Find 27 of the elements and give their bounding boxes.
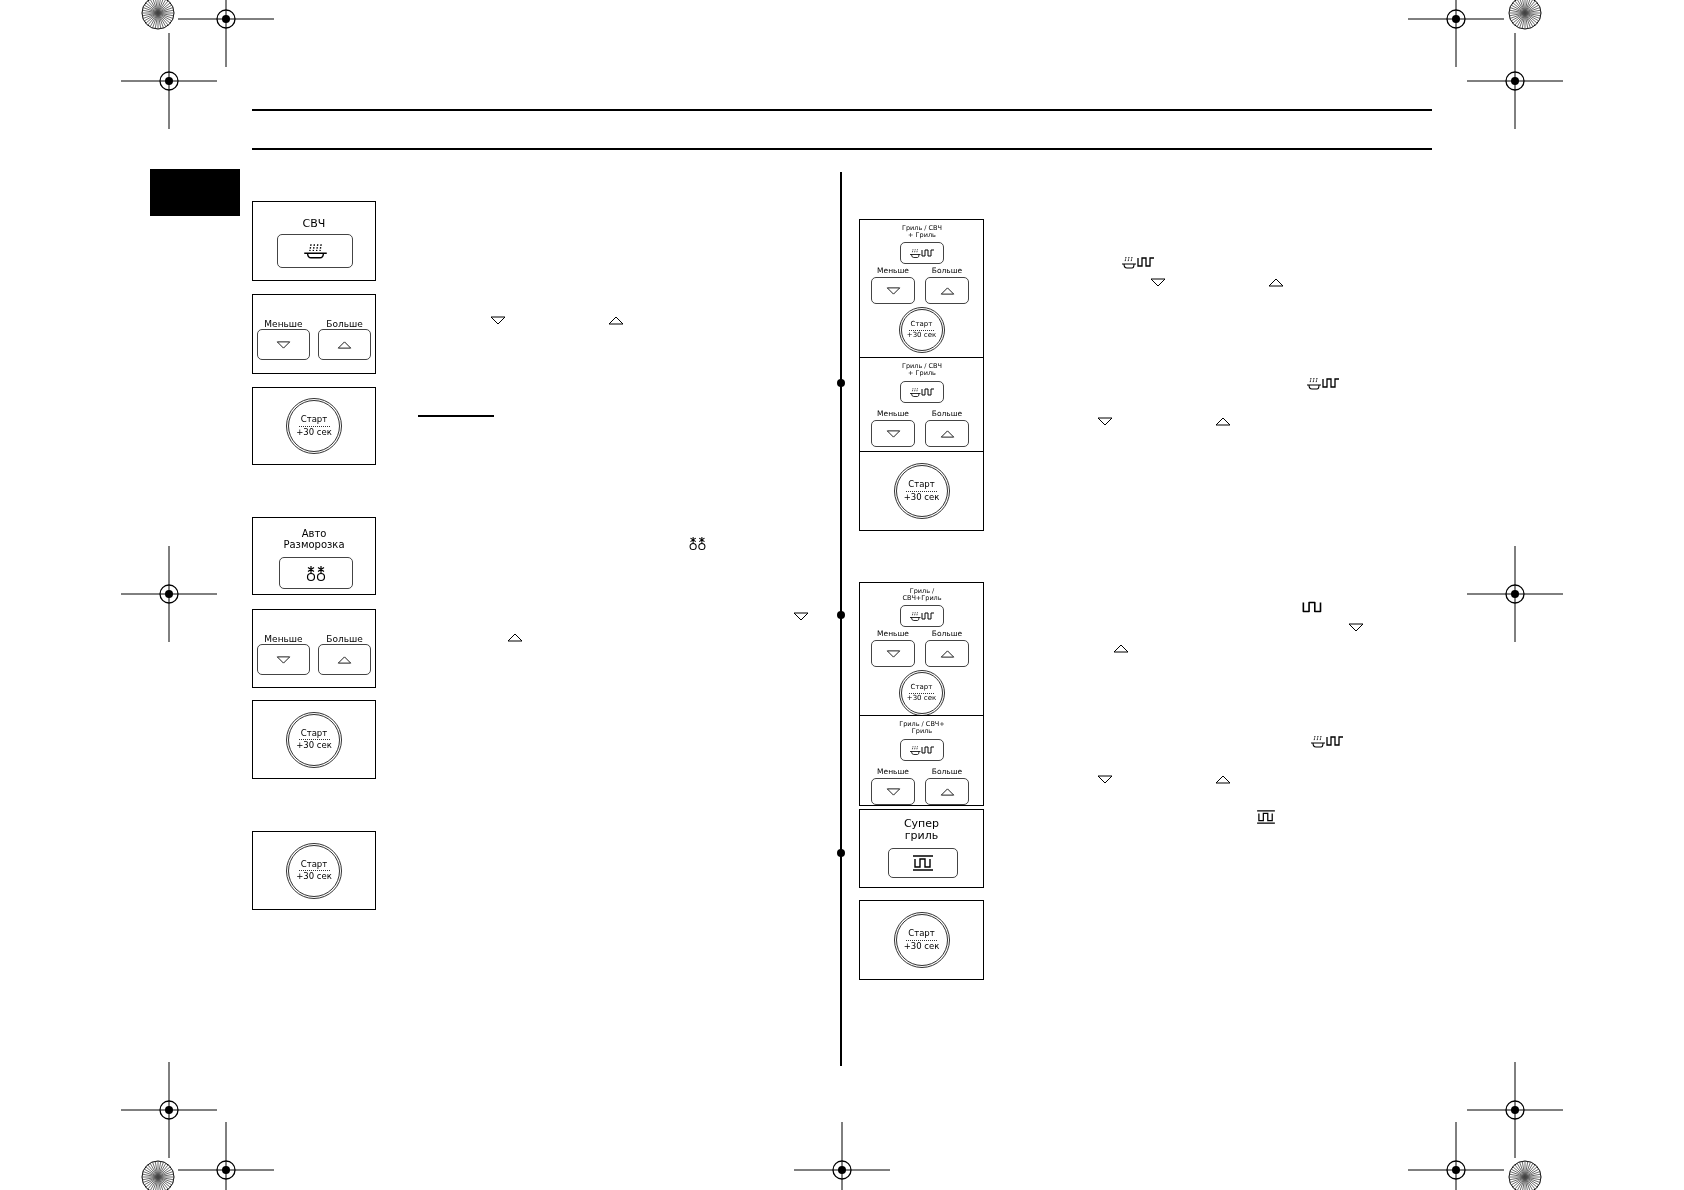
button-panel	[859, 582, 984, 717]
button-panel	[859, 451, 984, 531]
section-tab	[150, 169, 240, 216]
start-button: Старт +30 сек	[286, 398, 342, 454]
button-panel	[252, 700, 376, 779]
start-button: Старт +30 сек	[893, 912, 950, 968]
button-panel	[859, 357, 984, 452]
start-button: Старт +30 сек	[286, 711, 342, 768]
button-caption: СВЧ	[301, 218, 327, 230]
button-panel	[252, 831, 376, 910]
button-panel	[859, 219, 984, 359]
button-panel	[252, 609, 376, 688]
button-panel	[859, 715, 984, 806]
button-panel	[252, 201, 376, 281]
start-button: Старт +30 сек	[893, 463, 950, 519]
button-caption: Супер гриль	[902, 818, 941, 842]
button-caption: Больше	[325, 635, 364, 645]
start-button: Старт +30 сек	[286, 842, 342, 899]
button-panel	[859, 809, 984, 888]
button-caption: Больше	[325, 320, 364, 330]
button-caption: Авто Разморозка	[282, 529, 346, 550]
button-panel	[859, 900, 984, 980]
button-panel	[252, 387, 376, 465]
button-panel	[252, 294, 376, 374]
button-caption: Меньше	[263, 320, 304, 330]
button-panel	[252, 517, 376, 595]
button-caption: Меньше	[263, 635, 304, 645]
